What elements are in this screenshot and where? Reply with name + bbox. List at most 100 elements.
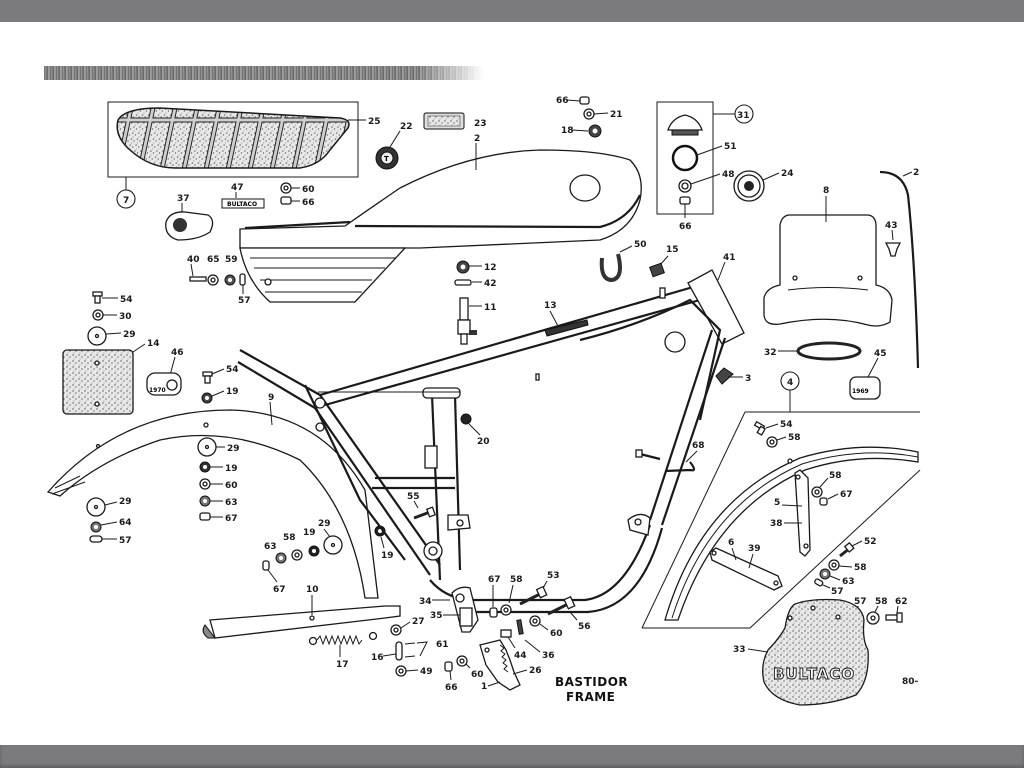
stay-6-39: 6 39 (709, 538, 783, 591)
grommet-12: 12 (456, 260, 497, 274)
svg-text:13: 13 (544, 301, 557, 311)
svg-text:60: 60 (225, 481, 238, 491)
svg-text:63: 63 (842, 577, 855, 587)
washer-60: 60 (280, 182, 315, 195)
washer-58-c: 58 (766, 433, 801, 448)
svg-text:29: 29 (123, 330, 136, 340)
bolt-56: 56 (547, 595, 591, 632)
svg-text:64: 64 (119, 518, 132, 528)
svg-text:53: 53 (547, 571, 560, 581)
washer-30: 30 (92, 309, 132, 322)
bolt-52: 52 (839, 537, 877, 558)
svg-text:49: 49 (420, 667, 433, 677)
svg-text:54: 54 (780, 420, 793, 430)
svg-text:62: 62 (895, 597, 908, 607)
svg-text:63: 63 (264, 542, 277, 552)
svg-text:54: 54 (226, 365, 239, 375)
group-circle-7 (116, 189, 136, 209)
svg-text:18: 18 (561, 126, 574, 136)
badge-46: 46 1970 (146, 348, 184, 396)
svg-text:55: 55 (407, 492, 420, 502)
stay-5-38: 5 38 (770, 469, 811, 557)
svg-text:26: 26 (529, 666, 542, 676)
nut-67: 67 (199, 512, 238, 524)
grommet-20: 20 (460, 413, 490, 447)
svg-text:27: 27 (412, 617, 425, 627)
bolt-54-c: 54 (753, 420, 793, 436)
svg-text:51: 51 (724, 142, 737, 152)
svg-text:32: 32 (764, 348, 777, 358)
svg-text:22: 22 (400, 122, 413, 132)
pins-61: 61 (404, 640, 449, 658)
svg-text:67: 67 (225, 514, 238, 524)
svg-text:66: 66 (302, 198, 315, 208)
bolt-54-b: 54 (202, 365, 239, 384)
washer-27: 27 (390, 617, 425, 636)
badge-37: 37 (165, 194, 214, 241)
svg-text:11: 11 (484, 303, 497, 313)
washer-29: 29 (87, 326, 136, 346)
svg-text:56: 56 (578, 622, 591, 632)
svg-text:44: 44 (514, 651, 527, 661)
svg-text:47: 47 (231, 183, 244, 193)
svg-text:30: 30 (119, 312, 132, 322)
fuel-tap-11: 11 (457, 297, 497, 345)
svg-text:1970: 1970 (149, 387, 166, 394)
plate-14: 14 (62, 339, 160, 415)
svg-text:34: 34 (419, 597, 432, 607)
decal-13: 13 (544, 301, 589, 337)
nut-66-d: 66 (444, 661, 458, 693)
nut-63-c: 63 (819, 568, 855, 587)
svg-text:58: 58 (854, 563, 867, 573)
side-panel (239, 247, 407, 303)
washer-49: 49 (395, 665, 433, 677)
bolt-62: 62 (885, 597, 908, 623)
svg-text:4: 4 (787, 378, 793, 388)
svg-text:31: 31 (737, 111, 750, 121)
svg-text:66: 66 (556, 96, 569, 106)
washer-58-d: 58 (811, 471, 842, 498)
viewer-top-bar (0, 0, 1024, 22)
ring-32: 32 (764, 341, 862, 361)
svg-text:5: 5 (774, 498, 780, 508)
svg-text:66: 66 (679, 222, 692, 232)
svg-text:1: 1 (481, 682, 487, 692)
nut-19: 19 (201, 387, 239, 404)
clip-43: 43 (884, 221, 902, 257)
svg-text:67: 67 (840, 490, 853, 500)
svg-text:57: 57 (831, 587, 844, 597)
svg-text:29: 29 (318, 519, 331, 529)
svg-text:19: 19 (225, 464, 238, 474)
washer-29-c: 29 (86, 497, 132, 517)
nut-19-b: 19 (199, 461, 238, 474)
nut-59: 59 (224, 255, 238, 286)
pin-42: 42 (454, 279, 497, 289)
washer-58-f: 58 (866, 597, 888, 625)
nut-67-c: 67 (488, 575, 501, 618)
nut-67-b: 67 (262, 560, 286, 595)
svg-text:61: 61 (436, 640, 449, 650)
svg-text:67: 67 (273, 585, 286, 595)
bolt-55: 55 (407, 492, 437, 520)
svg-text:58: 58 (829, 471, 842, 481)
svg-text:41: 41 (723, 253, 736, 263)
main-frame: 41 (237, 253, 745, 614)
svg-text:43: 43 (885, 221, 898, 231)
svg-text:17: 17 (336, 660, 349, 670)
side-stand-10: 10 (202, 585, 401, 639)
clip-68: 68 (635, 441, 705, 473)
nut-66: 66 (280, 196, 315, 208)
footrest-bracket: 34 35 (419, 586, 479, 633)
svg-text:1969: 1969 (852, 388, 869, 395)
svg-text:10: 10 (306, 585, 319, 595)
nut-63: 63 (199, 495, 238, 508)
svg-text:29: 29 (119, 497, 132, 507)
svg-text:3: 3 (745, 374, 751, 384)
mudflap-33: BULTACO 33 (733, 598, 869, 706)
svg-text:BULTACO: BULTACO (227, 201, 257, 208)
svg-text:7: 7 (123, 196, 129, 206)
svg-text:38: 38 (770, 519, 783, 529)
washer-58-b: 58 (500, 575, 523, 616)
badge-22: T 22 (375, 122, 413, 170)
washer-60-d: 60 (456, 655, 484, 680)
